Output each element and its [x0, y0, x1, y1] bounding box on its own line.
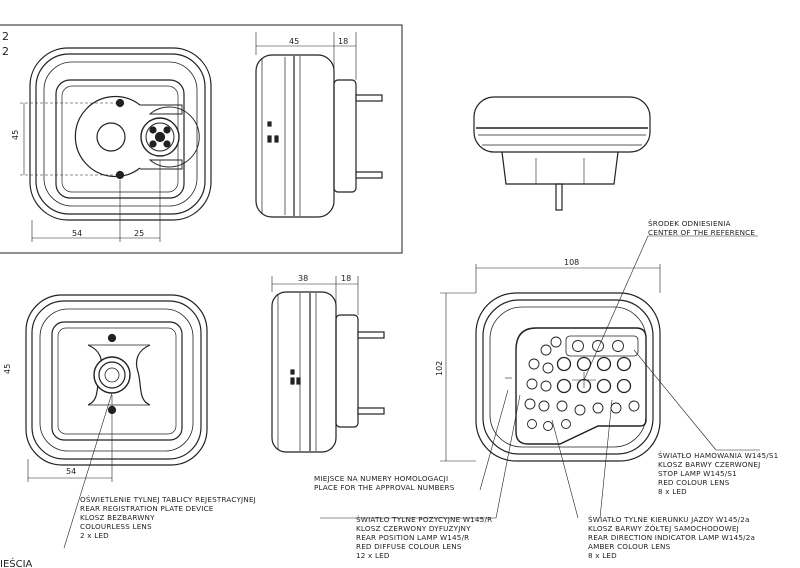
side-view-2 [271, 291, 385, 453]
dims-view-1 [20, 102, 161, 242]
callout-line: MIEJSCE NA NUMERY HOMOLOGACJI [314, 474, 448, 483]
callout-line: AMBER COLOUR LENS [588, 542, 671, 551]
callout-line: 8 x LED [658, 487, 687, 496]
callout-line: ŚWIATŁO TYLNE KIERUNKU JAZDY W145/2a [588, 515, 750, 524]
dim-view2-width: 54 [66, 467, 76, 476]
dims-front [440, 264, 661, 462]
callout-line: COLOURLESS LENS [80, 522, 152, 531]
dim-view2-height: 45 [3, 364, 12, 374]
callout-line: ŚWIATŁO HAMOWANIA W145/S1 [658, 451, 778, 460]
callout-registration-plate: OŚWIETLENIE TYLNEJ TABLICY REJESTRACYJNE… [80, 495, 256, 540]
callout-line: REAR DIRECTION INDICATOR LAMP W145/2a [588, 533, 755, 542]
callout-direction-indicator: ŚWIATŁO TYLNE KIERUNKU JAZDY W145/2a KLO… [588, 515, 755, 560]
callout-line: KLOSZ BARWY CZERWONEJ [658, 460, 760, 469]
dim-front-width: 108 [564, 258, 579, 267]
top-view [473, 96, 651, 211]
callout-line: ŚRODEK ODNIESIENIA [648, 219, 731, 228]
callout-position-lamp: ŚWIATŁO TYLNE POZYCYJNE W145/R KLOSZ CZE… [356, 515, 492, 560]
dim-side2-connector: 18 [341, 274, 351, 283]
dim-side1-depth: 45 [289, 37, 299, 46]
back-view-1 [29, 47, 212, 221]
frame-border [0, 24, 403, 254]
dim-view1-height: 45 [11, 130, 20, 140]
callout-stop-lamp: ŚWIATŁO HAMOWANIA W145/S1 KLOSZ BARWY CZ… [658, 451, 778, 496]
led-array [524, 336, 640, 431]
leader-lines [63, 235, 760, 549]
callout-line: KLOSZ CZERWONY DYFUZYJNY [356, 524, 471, 533]
front-view [475, 292, 661, 462]
side-view-1 [255, 54, 383, 218]
callout-line: KLOSZ BEZBARWNY [80, 513, 155, 522]
callout-line: KLOSZ BARWY ŻÓŁTEJ SAMOCHODOWEJ [588, 524, 739, 533]
callout-line: 12 x LED [356, 551, 390, 560]
dims-side-1 [255, 32, 357, 80]
callout-line: STOP LAMP W145/S1 [658, 469, 737, 478]
dims-side-2 [271, 276, 359, 315]
corner-mark-2: 2 [2, 45, 9, 58]
back-view-2 [25, 294, 208, 466]
dim-side2-depth: 38 [298, 274, 308, 283]
callout-line: RED COLOUR LENS [658, 478, 730, 487]
callout-approval-place: MIEJSCE NA NUMERY HOMOLOGACJI PLACE FOR … [314, 474, 455, 492]
bottom-left-fragment: IEŚCIA [0, 557, 33, 568]
dim-side1-connector: 18 [338, 37, 348, 46]
callout-line: REAR REGISTRATION PLATE DEVICE [80, 504, 214, 513]
callout-line: PLACE FOR THE APPROVAL NUMBERS [314, 483, 455, 492]
callout-line: 8 x LED [588, 551, 617, 560]
callout-line: OŚWIETLENIE TYLNEJ TABLICY REJESTRACYJNE… [80, 495, 256, 504]
callout-line: 2 x LED [80, 531, 109, 540]
dim-view1-width-right: 25 [134, 229, 144, 238]
callout-reference-center: ŚRODEK ODNIESIENIA CENTER OF THE REFEREN… [648, 219, 755, 237]
callout-line: ŚWIATŁO TYLNE POZYCYJNE W145/R [356, 515, 492, 524]
callout-line: CENTER OF THE REFERENCE [648, 228, 755, 237]
dim-front-height: 102 [435, 361, 444, 376]
dims-view-2 [27, 395, 113, 482]
callout-line: REAR POSITION LAMP W145/R [356, 533, 469, 542]
dim-view1-width-left: 54 [72, 229, 82, 238]
corner-mark-1: 2 [2, 30, 9, 43]
callout-line: RED DIFFUSE COLOUR LENS [356, 542, 462, 551]
